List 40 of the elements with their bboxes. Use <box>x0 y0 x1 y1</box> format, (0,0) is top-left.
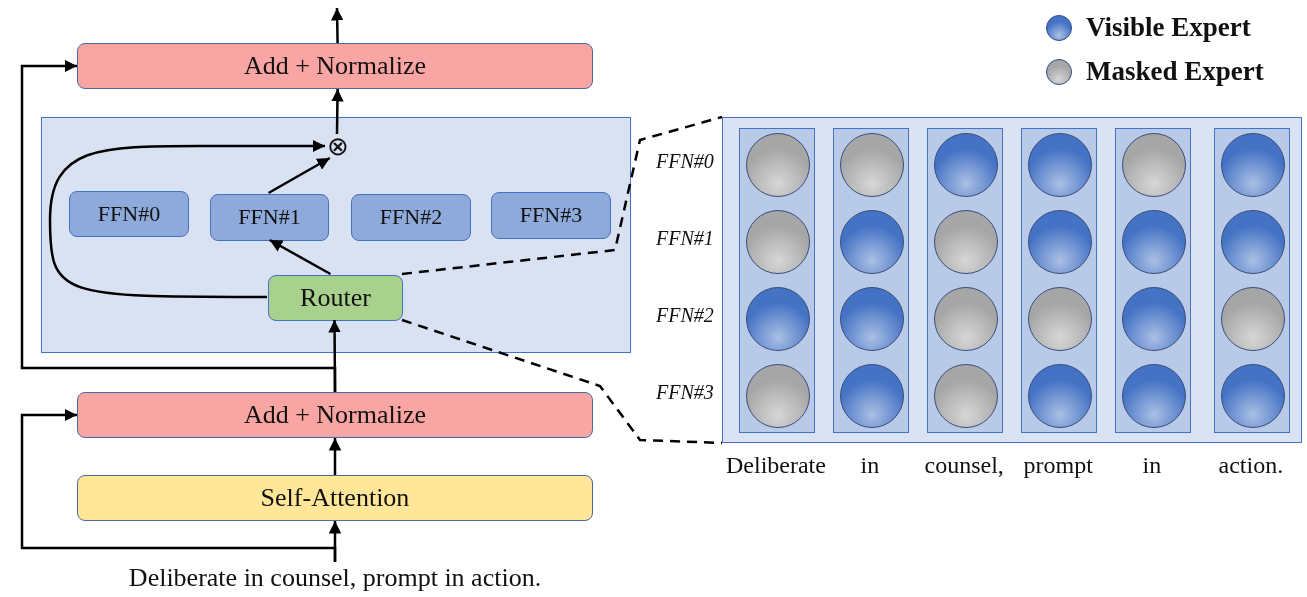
row-label: FFN#3 <box>656 381 714 404</box>
token-column <box>1214 128 1290 433</box>
process-box: Self-Attention <box>77 475 593 521</box>
process-box: Add + Normalize <box>77 43 593 89</box>
legend-label: Masked Expert <box>1086 56 1264 87</box>
input-sentence: Deliberate in counsel, prompt in action. <box>105 562 565 595</box>
router-box: Router <box>268 275 403 321</box>
token-word: action. <box>1218 452 1284 479</box>
arrow <box>267 156 331 195</box>
arrow <box>20 59 337 392</box>
expert-box: FFN#1 <box>210 194 329 241</box>
token-column <box>833 128 909 433</box>
expert-box: FFN#0 <box>69 191 189 237</box>
multiply-operator: ⊗ <box>326 135 350 159</box>
token-word: in <box>1142 452 1162 479</box>
token-word: Deliberate <box>726 452 826 479</box>
token-column <box>739 128 815 433</box>
token-word: counsel, <box>924 452 1004 479</box>
row-label: FFN#2 <box>656 304 714 327</box>
arrow <box>48 139 325 299</box>
arrow <box>269 238 332 276</box>
token-column <box>1115 128 1191 433</box>
arrow <box>330 7 344 44</box>
legend-label: Visible Expert <box>1086 12 1251 43</box>
arrow <box>20 408 337 562</box>
zoom-line <box>401 115 723 276</box>
expert-grid-panel <box>722 117 1302 443</box>
arrow <box>328 438 342 475</box>
expert-box: FFN#3 <box>491 192 611 239</box>
moe-layer-panel <box>41 117 631 353</box>
token-word: prompt <box>1023 452 1093 479</box>
token-word: in <box>860 452 880 479</box>
token-column <box>927 128 1003 433</box>
process-box: Add + Normalize <box>77 392 593 438</box>
row-label: FFN#1 <box>656 227 714 250</box>
zoom-line <box>401 318 723 445</box>
arrow <box>331 89 344 134</box>
expert-box: FFN#2 <box>351 194 471 241</box>
row-label: FFN#0 <box>656 150 714 173</box>
token-column <box>1021 128 1097 433</box>
